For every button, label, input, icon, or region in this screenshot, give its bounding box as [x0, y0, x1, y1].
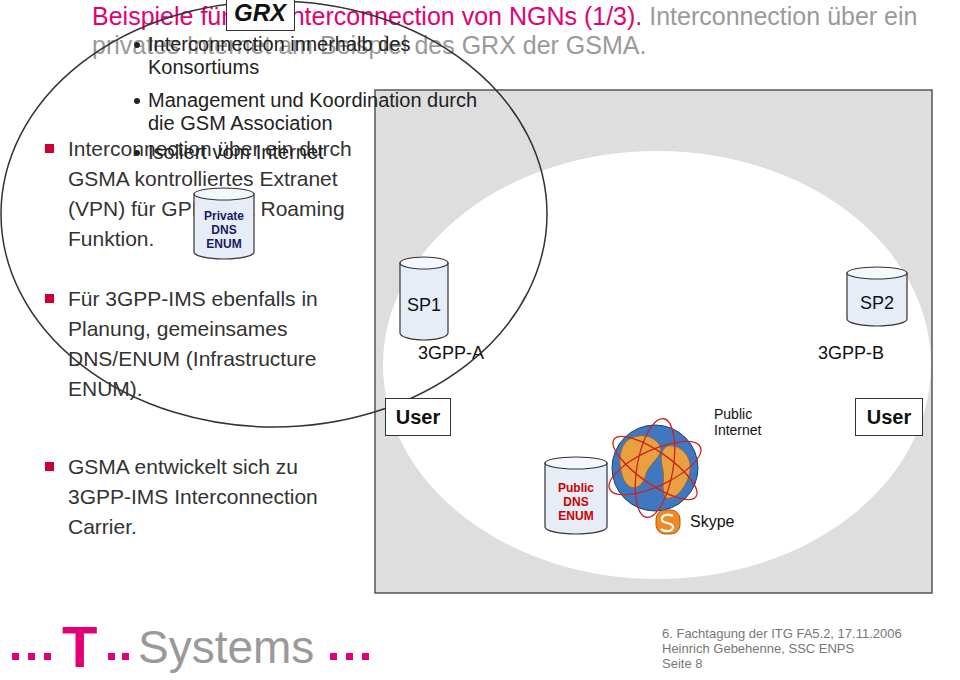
user-box: User	[855, 398, 923, 436]
cylinder-body	[545, 463, 607, 534]
node-text: SP2	[860, 293, 894, 314]
globe	[612, 425, 698, 511]
cylinder-top	[847, 267, 907, 279]
logo-dot	[108, 653, 115, 660]
service-label: Skype	[688, 512, 736, 531]
bullet-text: Interconnection innerhalb des Konsortium…	[148, 33, 418, 79]
node-text: Public DNS ENUM	[548, 481, 604, 523]
cylinder-top	[400, 257, 448, 269]
ellipse-outline	[0, 0, 548, 428]
grx-title-box: GRX	[226, 0, 295, 31]
grx-area	[383, 151, 931, 579]
cylinder-body	[847, 273, 907, 326]
bullet-dot	[134, 150, 140, 156]
logo-dot	[12, 653, 19, 660]
skype-icon	[656, 510, 680, 534]
node-text: User	[867, 405, 911, 429]
cylinder-body	[194, 194, 254, 259]
dns-enum-cylinder: Public DNS ENUM	[544, 456, 608, 534]
continent	[620, 436, 661, 488]
logo-text: Systems	[138, 622, 314, 672]
orbit	[605, 426, 705, 510]
logo-dot	[28, 653, 35, 660]
bullet-text: GSMA entwickelt sich zu 3GPP-IMS Interco…	[68, 452, 360, 542]
bullet-square	[45, 462, 54, 471]
skype-mark	[661, 515, 673, 531]
logo-mark: T	[62, 618, 97, 676]
logo-dot	[122, 653, 129, 660]
node-text: Private DNS ENUM	[197, 209, 251, 251]
network-label: 3GPP-A	[418, 342, 484, 364]
bullet-square	[45, 294, 54, 303]
dns-enum-cylinder: Private DNS ENUM	[193, 187, 255, 259]
bullet-dot	[134, 42, 140, 48]
space	[642, 2, 649, 30]
cylinder-top	[545, 457, 607, 469]
ellipse-line	[1, 1, 547, 427]
footer-text: Heinrich Gebehenne, SSC ENPS	[662, 641, 854, 656]
continent	[661, 446, 690, 498]
orbit	[602, 431, 708, 506]
cylinder-top	[194, 188, 254, 200]
provider-cylinder: SP1	[399, 256, 449, 340]
footer-text: 6. Fachtagung der ITG FA5.2, 17.11.2006	[662, 626, 902, 641]
user-box: User	[385, 398, 451, 436]
logo-dot	[346, 653, 353, 660]
skype-logo	[656, 510, 680, 534]
orbit	[629, 416, 682, 521]
bullet-text: Isoliert vom Internet	[148, 141, 324, 164]
cylinder-body	[400, 263, 448, 340]
bullet-dot	[134, 98, 140, 104]
network-label: Public Internet	[712, 406, 778, 438]
footer-text: Seite 8	[662, 656, 702, 671]
grx-network: GRX Private DNS ENUM Interconnection inner…	[0, 0, 548, 428]
logo-dot	[362, 653, 369, 660]
node-text: GRX	[234, 0, 286, 27]
diagram-frame	[375, 90, 932, 593]
node-text: SP1	[407, 295, 441, 316]
bullet-text: Management und Koordination durch die GS…	[148, 89, 478, 135]
bullet-square	[45, 144, 54, 153]
logo-dot	[330, 653, 337, 660]
logo-dot	[44, 653, 51, 660]
globe-icon	[602, 416, 708, 521]
provider-cylinder: SP2	[846, 266, 908, 326]
node-text: User	[396, 405, 440, 429]
network-label: 3GPP-B	[818, 342, 884, 364]
